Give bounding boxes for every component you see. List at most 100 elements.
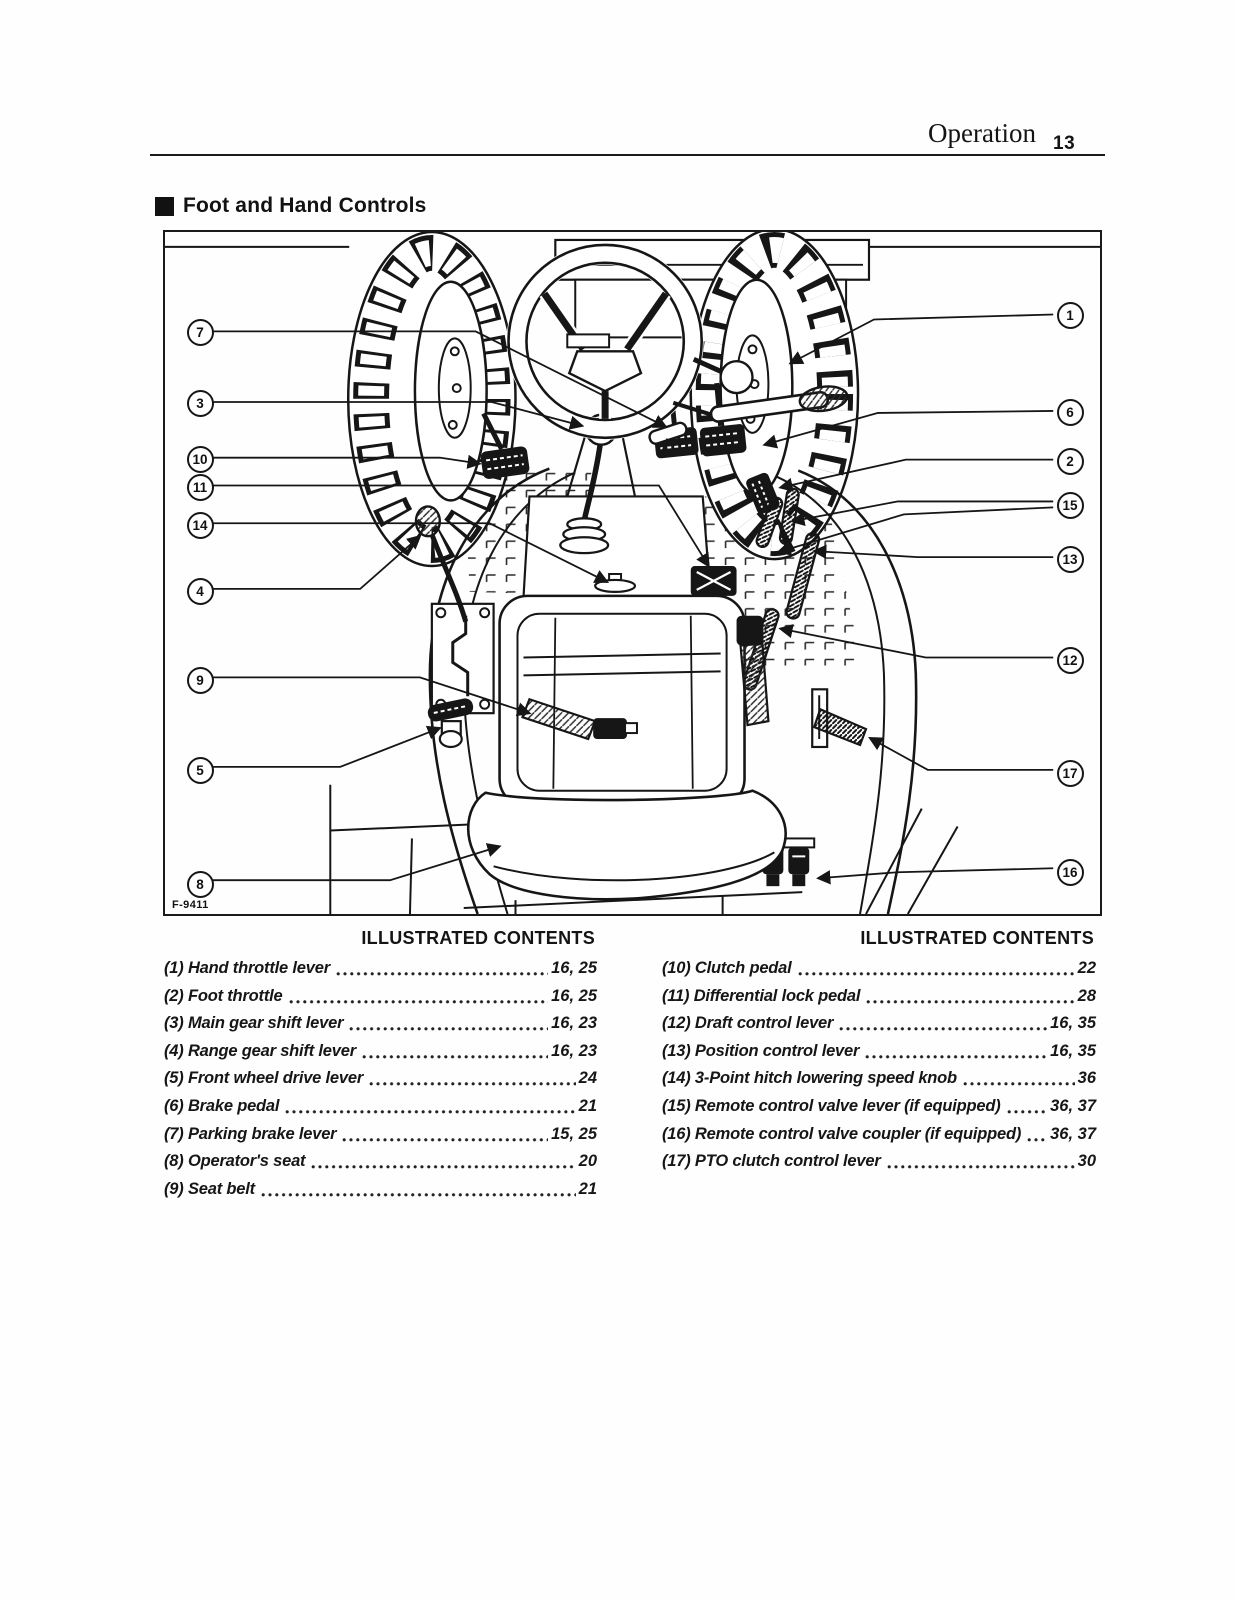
figure-callout-9: 9 (186, 666, 214, 694)
toc-item-leader-dots (1027, 1136, 1048, 1143)
figure-callout-11: 11 (186, 473, 214, 501)
toc-item-pages: 16, 35 (1050, 1014, 1096, 1033)
toc-item-label: (9) Seat belt (164, 1179, 255, 1198)
section-title-text: Foot and Hand Controls (183, 194, 427, 217)
toc-item-pages: 36, 37 (1050, 1124, 1096, 1143)
toc-row: (6) Brake pedal 21 (164, 1096, 597, 1116)
toc-item-label: (2) Foot throttle (164, 986, 283, 1005)
toc-item-label: (6) Brake pedal (164, 1096, 280, 1115)
hitch-lowering-speed-knob (594, 573, 637, 593)
figure-callout-2: 2 (1056, 447, 1084, 475)
contents-header-left: ILLUSTRATED CONTENTS (361, 928, 595, 948)
figure-callout-7: 7 (186, 318, 214, 346)
toc-item-label: (11) Differential lock pedal (662, 986, 861, 1005)
figure-callout-15: 15 (1056, 491, 1084, 519)
toc-item-label: (12) Draft control lever (662, 1014, 834, 1033)
toc-item-pages: 21 (578, 1179, 597, 1198)
toc-item-pages: 22 (1077, 959, 1096, 977)
toc-row: (11) Differential lock pedal 28 (662, 986, 1096, 1006)
toc-item-label: (13) Position control lever (662, 1041, 860, 1060)
figure-callout-17: 17 (1056, 759, 1084, 787)
toc-row: (12) Draft control lever 16, 35 (662, 1013, 1096, 1033)
toc-item-pages: 16, 25 (551, 959, 597, 977)
toc-item-pages: 36 (1077, 1069, 1096, 1088)
toc-item-pages: 30 (1077, 1152, 1096, 1171)
figure-callout-12: 12 (1056, 646, 1084, 674)
illustrated-contents-left: ILLUSTRATED CONTENTS (1) Hand throttle l… (164, 928, 597, 1206)
toc-row: (15) Remote control valve lever (if equi… (662, 1096, 1096, 1116)
toc-row: (16) Remote control valve coupler (if eq… (662, 1124, 1096, 1144)
toc-item-leader-dots (260, 1191, 576, 1198)
figure-callout-3: 3 (186, 389, 214, 417)
toc-item-label: (4) Range gear shift lever (164, 1041, 356, 1060)
toc-item-leader-dots (369, 1081, 576, 1088)
hand-throttle-lever (672, 385, 849, 423)
figure-callout-6: 6 (1056, 398, 1084, 426)
toc-item-label: (17) PTO clutch control lever (662, 1152, 881, 1171)
toc-item-leader-dots (288, 998, 549, 1005)
toc-row: (13) Position control lever 16, 35 (662, 1041, 1096, 1061)
toc-item-leader-dots (797, 971, 1075, 977)
toc-row: (1) Hand throttle lever 16, 25 (164, 958, 597, 978)
front-wheel-drive-lever (427, 698, 474, 749)
toc-row: (2) Foot throttle 16, 25 (164, 986, 597, 1006)
toc-row: (5) Front wheel drive lever 24 (164, 1068, 597, 1088)
figure-code: F-9411 (172, 899, 209, 911)
toc-row: (9) Seat belt 21 (164, 1179, 597, 1199)
figure-callout-1: 1 (1056, 301, 1084, 329)
toc-item-leader-dots (1006, 1108, 1048, 1115)
figure-callout-5: 5 (186, 756, 214, 784)
toc-item-leader-dots (886, 1164, 1075, 1171)
toc-row: (7) Parking brake lever 15, 25 (164, 1124, 597, 1144)
contents-items-right: (10) Clutch pedal 22 (11) Differential l… (662, 958, 1096, 1171)
header-page-number: 13 (1053, 133, 1076, 154)
toc-item-pages: 21 (578, 1096, 597, 1115)
toc-item-label: (14) 3-Point hitch lowering speed knob (662, 1069, 957, 1088)
left-tire (346, 232, 517, 568)
toc-item-leader-dots (865, 1053, 1048, 1060)
toc-item-pages: 16, 23 (551, 1014, 597, 1033)
toc-row: (4) Range gear shift lever 16, 23 (164, 1041, 597, 1061)
toc-item-leader-dots (839, 1026, 1048, 1033)
figure-callout-4: 4 (186, 577, 214, 605)
seat-belt (521, 615, 770, 741)
figure-callout-10: 10 (186, 445, 214, 473)
toc-row: (8) Operator's seat 20 (164, 1151, 597, 1171)
toc-item-pages: 20 (578, 1152, 597, 1171)
toc-item-leader-dots (342, 1136, 549, 1143)
toc-item-label: (1) Hand throttle lever (164, 959, 330, 977)
toc-item-label: (8) Operator's seat (164, 1152, 306, 1171)
illustrated-contents-right: ILLUSTRATED CONTENTS (10) Clutch pedal 2… (662, 928, 1096, 1179)
toc-item-label: (15) Remote control valve lever (if equi… (662, 1096, 1001, 1115)
horn-button (719, 360, 754, 395)
toc-item-label: (5) Front wheel drive lever (164, 1069, 364, 1088)
position-control-lever (785, 532, 821, 620)
toc-item-leader-dots (349, 1026, 549, 1033)
toc-item-leader-dots (361, 1053, 549, 1060)
toc-row: (10) Clutch pedal 22 (662, 958, 1096, 978)
toc-item-leader-dots (311, 1164, 576, 1171)
toc-item-pages: 16, 23 (551, 1041, 597, 1060)
toc-item-pages: 36, 37 (1050, 1096, 1096, 1115)
platform-lines (329, 784, 959, 914)
toc-row: (3) Main gear shift lever 16, 23 (164, 1013, 597, 1033)
toc-item-leader-dots (335, 971, 549, 977)
toc-item-label: (7) Parking brake lever (164, 1124, 337, 1143)
toc-row: (14) 3-Point hitch lowering speed knob 3… (662, 1068, 1096, 1088)
figure-callout-16: 16 (1056, 858, 1084, 886)
toc-item-pages: 15, 25 (551, 1124, 597, 1143)
toc-item-label: (16) Remote control valve coupler (if eq… (662, 1124, 1022, 1143)
figure-callout-14: 14 (186, 511, 214, 539)
header-rule (150, 154, 1105, 156)
toc-item-label: (10) Clutch pedal (662, 959, 792, 977)
tractor-controls-illustration (165, 232, 1100, 914)
toc-item-pages: 16, 35 (1050, 1041, 1096, 1060)
callout-leader-lines (212, 313, 1054, 885)
toc-item-pages: 16, 25 (551, 986, 597, 1005)
operators-seat (467, 594, 787, 914)
pto-clutch-control-lever (811, 688, 868, 749)
toc-item-leader-dots (962, 1081, 1075, 1088)
toc-item-pages: 24 (578, 1069, 597, 1088)
